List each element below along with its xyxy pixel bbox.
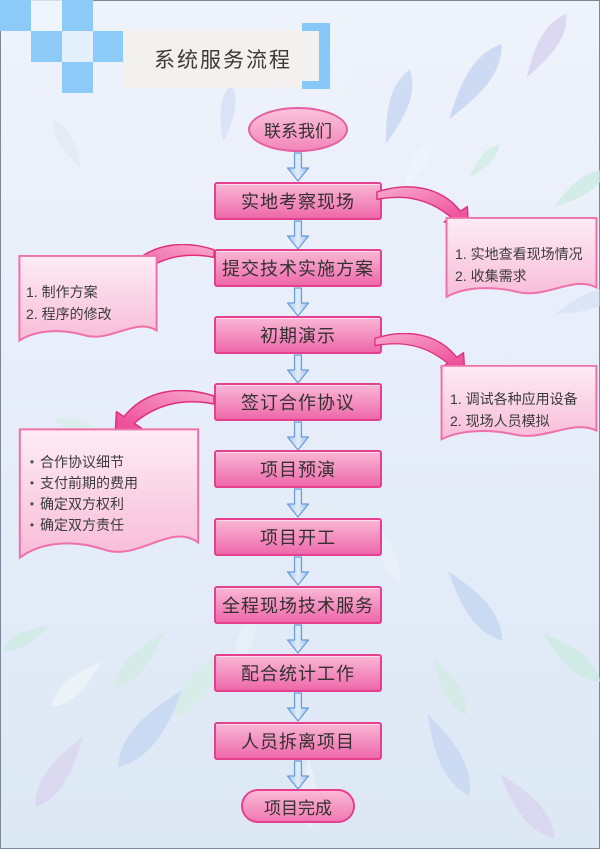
note-site-survey: 1. 实地查看现场情况 2. 收集需求: [445, 217, 598, 302]
down-arrow-icon: [286, 421, 310, 451]
note-paper-shape: [440, 365, 598, 444]
flow-step-submit-plan: 提交技术实施方案: [214, 249, 382, 287]
title-banner: 系统服务流程: [123, 30, 323, 88]
note-paper-shape: [18, 255, 158, 346]
end-node: 项目完成: [241, 789, 355, 823]
note-bullet-item: • 确定双方责任: [24, 515, 196, 536]
note-line: 确定双方权利: [40, 496, 124, 512]
flow-step-site-visit: 实地考察现场: [214, 182, 382, 220]
flow-step-sign-agreement: 签订合作协议: [214, 383, 382, 421]
note-paper-shape: [18, 428, 200, 566]
flow-step-onsite-service: 全程现场技术服务: [214, 586, 382, 624]
down-arrow-icon: [286, 760, 310, 790]
flow-step-initial-demo: 初期演示: [214, 316, 382, 354]
note-line: 1. 实地查看现场情况: [455, 246, 583, 262]
bullet-icon: •: [29, 476, 35, 490]
down-arrow-icon: [286, 556, 310, 586]
flow-step-project-rehearsal: 项目预演: [214, 450, 382, 488]
note-line: 2. 收集需求: [455, 268, 527, 284]
note-make-plan: 1. 制作方案 2. 程序的修改: [18, 255, 158, 346]
note-line: 支付前期的费用: [40, 475, 138, 491]
flow-step-project-start: 项目开工: [214, 518, 382, 556]
note-demo-preparation: 1. 调试各种应用设备 2. 现场人员模拟: [440, 365, 598, 444]
bullet-icon: •: [29, 455, 35, 469]
flow-step-personnel-withdraw: 人员拆离项目: [214, 722, 382, 760]
note-agreement-details: • 合作协议细节 • 支付前期的费用 • 确定双方权利 • 确定双方责任: [18, 428, 200, 566]
note-line: 2. 程序的修改: [26, 306, 112, 322]
note-line: 1. 调试各种应用设备: [450, 391, 578, 407]
down-arrow-icon: [286, 624, 310, 654]
note-line: 合作协议细节: [40, 454, 124, 470]
note-bullet-item: • 支付前期的费用: [24, 473, 196, 494]
bullet-icon: •: [29, 497, 35, 511]
note-bullet-item: • 合作协议细节: [24, 452, 196, 473]
note-line: 2. 现场人员模拟: [450, 413, 550, 429]
note-line: 确定双方责任: [40, 517, 124, 533]
title-bracket-decoration: [302, 23, 330, 89]
page-title: 系统服务流程: [154, 49, 292, 72]
down-arrow-icon: [286, 220, 310, 250]
down-arrow-icon: [286, 488, 310, 518]
note-line: 1. 制作方案: [26, 284, 98, 300]
note-paper-shape: [445, 217, 598, 302]
down-arrow-icon: [286, 354, 310, 384]
down-arrow-icon: [286, 287, 310, 317]
down-arrow-icon: [286, 152, 310, 182]
down-arrow-icon: [286, 692, 310, 722]
flow-step-statistics-support: 配合统计工作: [214, 654, 382, 692]
bullet-icon: •: [29, 518, 35, 532]
checkerboard-decoration: [0, 0, 130, 100]
note-bullet-item: • 确定双方权利: [24, 494, 196, 515]
start-node: 联系我们: [248, 107, 348, 152]
